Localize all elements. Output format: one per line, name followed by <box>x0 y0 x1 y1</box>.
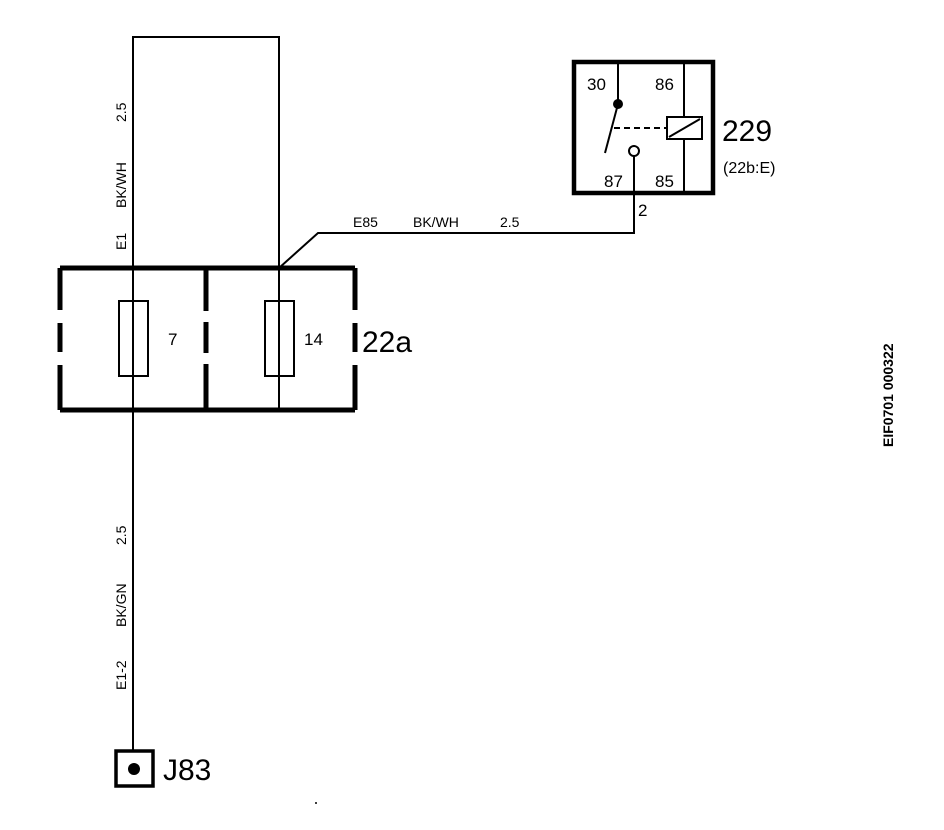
fuse-7 <box>118 268 149 410</box>
wire-e1-loop <box>132 36 280 268</box>
wire-e85-size: 2.5 <box>500 214 520 230</box>
relay-229 <box>571 59 716 196</box>
wire-e1-2-size: 2.5 <box>113 525 129 545</box>
fuse-7-label: 7 <box>168 330 177 349</box>
fuse-14-label: 14 <box>304 330 323 349</box>
fusebox-id: 22a <box>362 326 412 359</box>
relay-connector-pin: 2 <box>638 201 647 220</box>
figure-reference: EIF0701 000322 <box>880 343 896 447</box>
wire-e1-2-color: BK/GN <box>113 583 129 627</box>
wire-e1-color: BK/WH <box>113 162 129 208</box>
relay-pin-86: 86 <box>655 75 674 94</box>
fusebox-22a <box>57 265 358 413</box>
wire-e1-2-code: E1-2 <box>113 660 129 690</box>
relay-id: 229 <box>722 115 772 148</box>
wire-e85 <box>278 195 635 269</box>
wire-e85-color: BK/WH <box>413 214 459 230</box>
ground-j83 <box>114 749 155 788</box>
wire-e85-code: E85 <box>353 214 378 230</box>
relay-pin-30: 30 <box>587 75 606 94</box>
relay-location: (22b:E) <box>723 160 775 177</box>
fuse-14 <box>264 268 295 410</box>
ground-id: J83 <box>163 754 211 787</box>
relay-pin-87: 87 <box>604 172 623 191</box>
wire-e1-code: E1 <box>113 233 129 250</box>
relay-pin-85: 85 <box>655 172 674 191</box>
wire-e1-size: 2.5 <box>113 102 129 122</box>
